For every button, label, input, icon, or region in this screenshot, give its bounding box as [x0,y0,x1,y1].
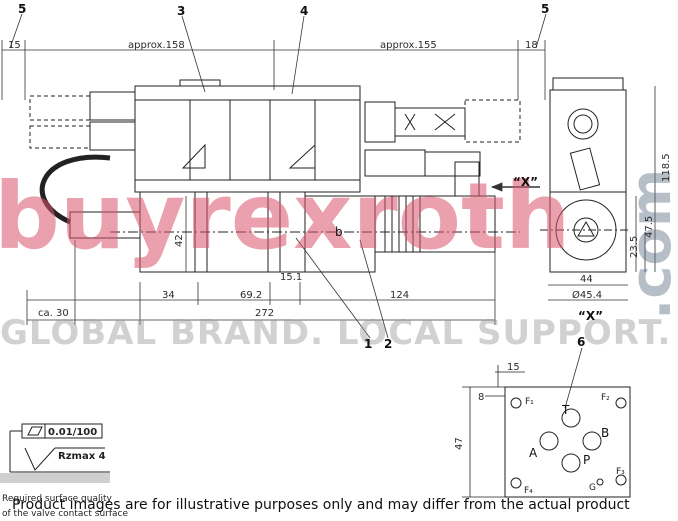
watermark-tagline: GLOBAL BRAND. LOCAL SUPPORT. [0,313,671,353]
disclaimer-caption: Product images are for illustrative purp… [12,497,630,513]
surface-rz: Rzmax 4 [58,451,106,462]
watermark-brand: buyrexroth [0,163,570,270]
surface-note-line1: Required surface quality [2,494,113,504]
port-label-F2: F₂ [601,393,610,403]
dim-approx-158: approx.158 [128,40,185,51]
dim-44: 44 [580,274,593,285]
dim-approx-155: approx.155 [380,40,437,51]
dim-34: 34 [162,290,175,301]
dim-47-5: 47.5 [644,216,655,238]
dim-23-5: 23.5 [629,236,640,258]
dim-42: 42 [174,234,185,247]
port-label-F4: F₄ [524,486,533,496]
port-label-T: T [561,403,570,417]
port-label-P: P [583,453,590,467]
callout-1: 1 [364,337,372,351]
dim-272: 272 [255,308,274,319]
port-B [582,431,602,451]
dimension-lines [1,13,656,409]
port-P [561,453,581,473]
valve-side-view [29,79,521,273]
dim-124: 124 [390,290,409,301]
callout-3: 3 [177,4,185,18]
valve-end-view [540,77,630,273]
callout-5-right: 5 [541,2,549,16]
dim-p15: 15 [507,362,520,373]
callout-6: 6 [577,335,585,349]
surface-hatch [0,473,110,483]
port-label-A: A [529,446,538,460]
callout-5-left: 5 [18,2,26,16]
solenoid-coil [374,195,496,253]
callout-2: 2 [384,337,392,351]
dim-118-5: 118.5 [661,153,672,182]
dim-45-4: Ø45.4 [572,289,602,301]
dim-ca-30: ca. 30 [38,308,69,319]
view-x-arrow-label: “X” [513,175,538,189]
dim-69-2: 69.2 [240,290,262,301]
port-A [539,431,559,451]
port-plate-view [462,365,631,498]
surface-quality-symbol [9,423,110,473]
surface-flatness: 0.01/100 [48,427,97,438]
port-plate [504,386,631,498]
dim-18: 18 [525,40,538,51]
dim-b: b [335,225,343,239]
port-T [561,408,581,428]
view-x-label: “X” [578,309,603,323]
port-label-F3: F₃ [616,467,625,477]
dim-p8: 8 [478,392,484,403]
dim-p47: 47 [454,437,465,450]
port-label-G: G [589,483,596,493]
plug-connector [567,108,599,140]
port-label-B: B [601,426,609,440]
dim-15-top: 15 [8,40,21,51]
port-label-F1: F₁ [525,397,534,407]
watermark-dotcom: .com [619,169,678,320]
plug-cap [179,79,221,87]
surface-note-line2: of the valve contact surface [2,509,128,519]
dim-15-1: 15.1 [280,272,302,283]
callout-4: 4 [300,4,308,18]
watermark: buyrexroth GLOBAL BRAND. LOCAL SUPPORT. … [0,163,678,353]
